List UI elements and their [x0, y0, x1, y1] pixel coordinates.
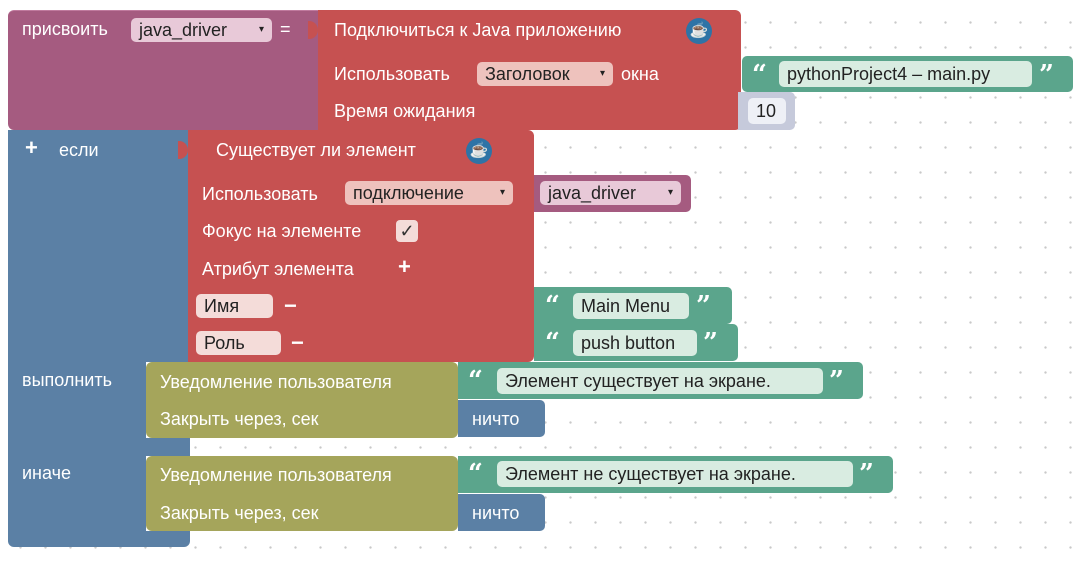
notify-else-close-value: ничто [472, 503, 520, 523]
attr-role-remove-icon[interactable]: − [291, 330, 304, 355]
quote-open-icon: “ [545, 328, 560, 358]
exists-title: Существует ли элемент [216, 140, 416, 160]
if-plus-icon[interactable]: + [25, 135, 38, 160]
assign-equals: = [280, 19, 291, 39]
notify-do-title: Уведомление пользователя [160, 372, 392, 392]
java-cup-icon: ☕ [686, 18, 712, 44]
quote-close-icon: ” [696, 291, 711, 321]
attr-name-remove-icon[interactable]: − [284, 293, 297, 318]
do-label: выполнить [22, 370, 112, 390]
quote-open-icon: “ [468, 366, 483, 396]
notify-else-close-label: Закрыть через, сек [160, 503, 319, 523]
focus-checkbox[interactable]: ✓ [396, 220, 418, 242]
connect-input-notch [308, 21, 318, 39]
notify-do-close-value-block[interactable] [458, 400, 545, 437]
assign-variable-dropdown[interactable]: java_driver▾ [131, 18, 272, 42]
notify-do-block[interactable] [146, 362, 458, 438]
notify-do-message-field[interactable]: Элемент существует на экране. [497, 368, 823, 394]
connection-variable-dropdown[interactable]: java_driver▾ [540, 181, 681, 205]
exists-focus-label: Фокус на элементе [202, 221, 362, 241]
notify-do-close-value: ничто [472, 409, 520, 429]
attr-role-label-field[interactable]: Роль [196, 331, 281, 355]
exists-attr-label: Атрибут элемента [202, 259, 354, 279]
notify-else-close-value-block[interactable] [458, 494, 545, 531]
quote-open-icon: “ [545, 291, 560, 321]
notify-else-block[interactable] [146, 456, 458, 531]
attr-name-label-field[interactable]: Имя [196, 294, 273, 318]
quote-close-icon: ” [829, 366, 844, 396]
timeout-field[interactable]: 10 [748, 98, 786, 124]
attr-name-value-field[interactable]: Main Menu [573, 293, 689, 319]
quote-open-icon: “ [752, 60, 767, 90]
if-label: если [59, 140, 99, 160]
exists-use-dropdown[interactable]: подключение▾ [345, 181, 513, 205]
quote-close-icon: ” [859, 459, 874, 489]
quote-open-icon: “ [468, 459, 483, 489]
quote-close-icon: ” [703, 328, 718, 358]
attr-add-icon[interactable]: + [398, 254, 411, 279]
else-label: иначе [22, 463, 71, 483]
connect-use-label: Использовать [334, 64, 450, 84]
connect-use-dropdown[interactable]: Заголовок▾ [477, 62, 613, 86]
element-exists-block[interactable] [188, 130, 534, 362]
notify-else-message-field[interactable]: Элемент не существует на экране. [497, 461, 853, 487]
window-title-field[interactable]: pythonProject4 – main.py [779, 61, 1032, 87]
connect-window-label: окна [621, 64, 659, 84]
exists-use-label: Использовать [202, 184, 318, 204]
notify-else-title: Уведомление пользователя [160, 465, 392, 485]
notify-do-close-label: Закрыть через, сек [160, 409, 319, 429]
connect-title: Подключиться к Java приложению [334, 20, 622, 40]
quote-close-icon: ” [1039, 60, 1054, 90]
attr-role-value-field[interactable]: push button [573, 330, 697, 356]
exists-input-notch [178, 141, 188, 159]
assign-label: присвоить [22, 19, 108, 39]
java-cup-icon: ☕ [466, 138, 492, 164]
connect-timeout-label: Время ожидания [334, 101, 476, 121]
